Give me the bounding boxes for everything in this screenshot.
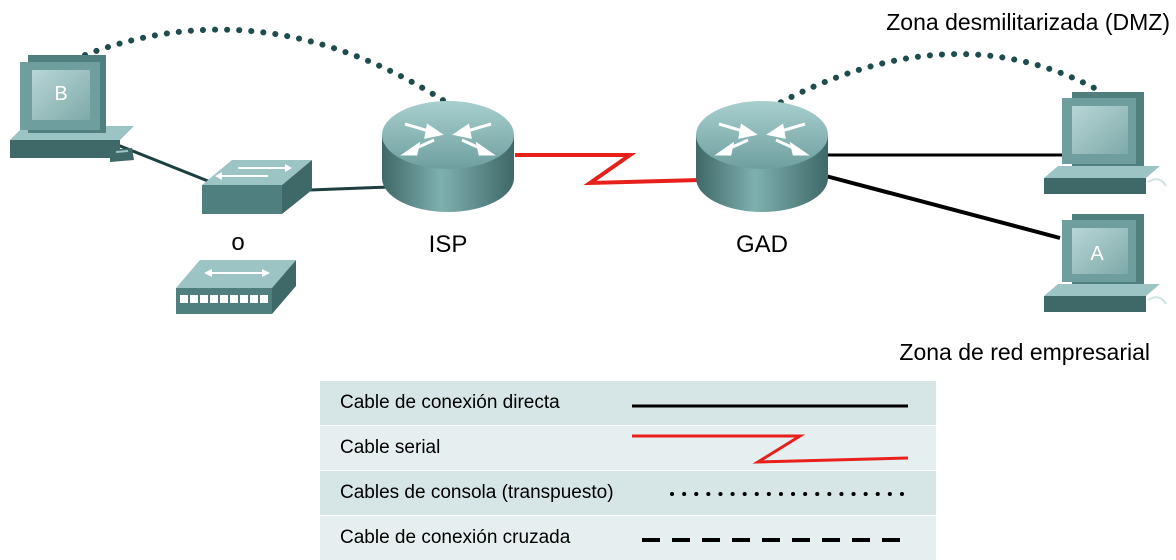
legend-row-serial: Cable serial (320, 426, 936, 470)
hub-icon (176, 260, 296, 314)
pc-a-icon (1044, 214, 1167, 312)
gad-label: GAD (736, 231, 788, 258)
legend-line-serial (632, 434, 909, 464)
gad-router-icon (696, 101, 828, 212)
isp-label: ISP (429, 231, 468, 258)
legend-row-crossover: Cable de conexión cruzada (320, 516, 936, 560)
pc-a-label: A (1090, 243, 1104, 265)
legend-label-console: Cables de consola (transpuesto) (340, 482, 614, 503)
cable-switch-isp (309, 185, 391, 192)
legend-line-dashed (642, 538, 910, 542)
dmz-zone-label: Zona desmilitarizada (DMZ) (886, 9, 1170, 35)
cable-gad-pca (821, 173, 1061, 240)
dmz-pc-icon (1044, 92, 1167, 194)
legend-row-console: Cables de consola (transpuesto) (320, 471, 936, 515)
serial-cable-isp-gad (515, 153, 701, 186)
pc-b-icon (10, 55, 134, 162)
pc-b-label: B (54, 83, 67, 105)
isp-router-icon (382, 101, 514, 212)
cable-pcb-switch (109, 140, 219, 187)
cable-legend: Cable de conexión directa Cable serial C… (320, 381, 936, 560)
console-cable-gad-dmz (767, 51, 1101, 111)
legend-label-serial: Cable serial (340, 437, 441, 458)
switch-icon (202, 160, 312, 214)
legend-line-solid (632, 404, 908, 408)
legend-row-straight: Cable de conexión directa (320, 381, 936, 425)
enterprise-zone-label: Zona de red empresarial (899, 339, 1150, 365)
legend-label-crossover: Cable de conexión cruzada (340, 527, 571, 548)
legend-line-dotted (670, 492, 910, 496)
console-cable-b-isp (82, 26, 458, 111)
switch-or-label: o (231, 229, 244, 256)
legend-label-straight: Cable de conexión directa (340, 392, 560, 413)
